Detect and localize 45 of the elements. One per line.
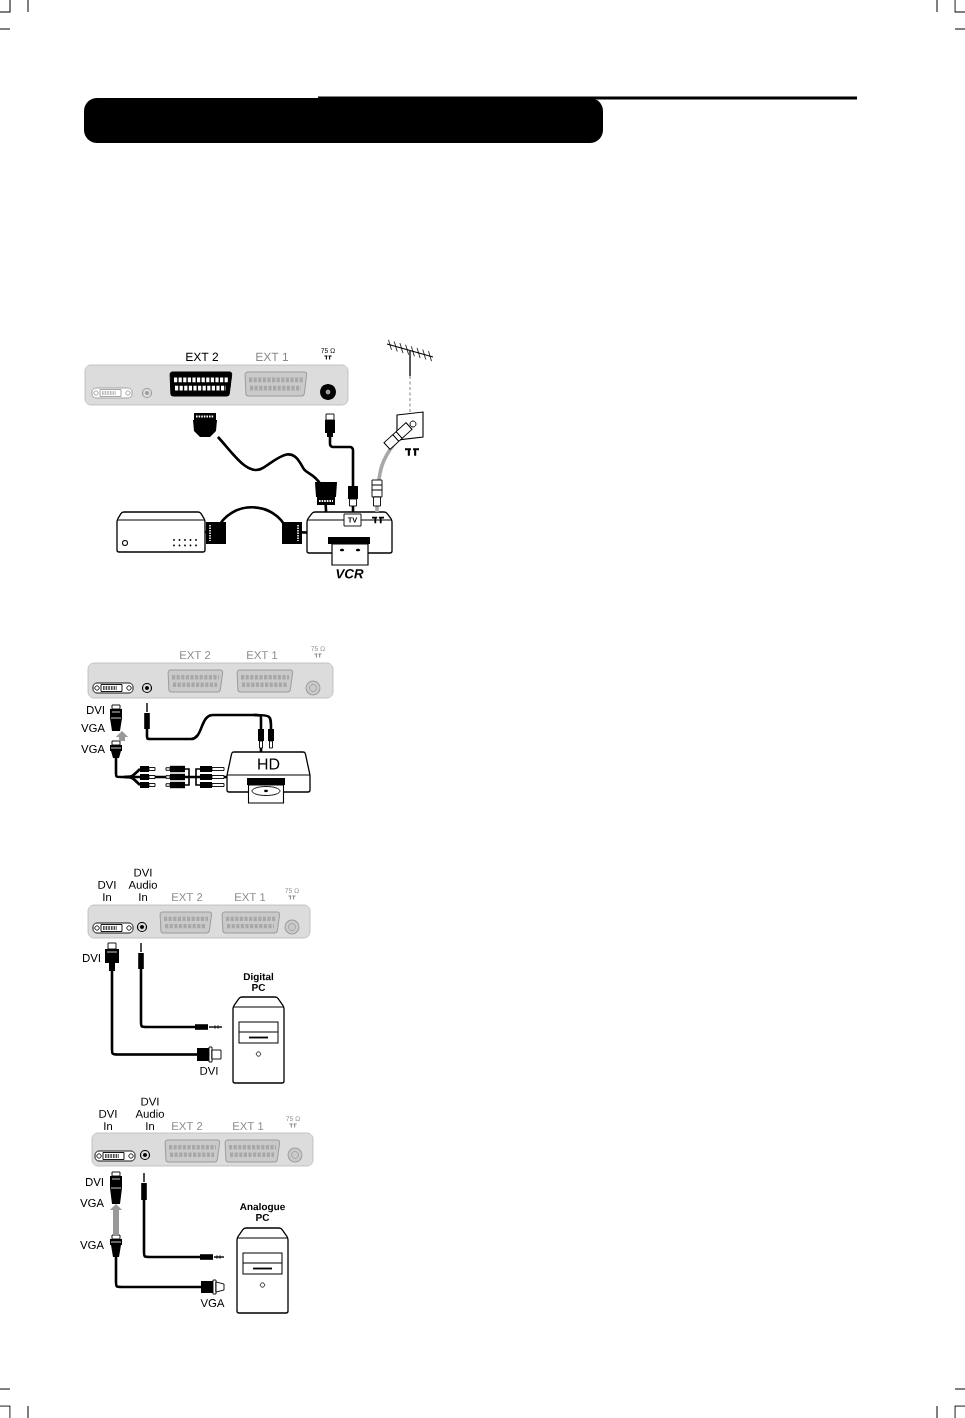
plug-label: DVI [200,1067,218,1075]
cable [110,970,198,1056]
port-label: EXT 1 [256,352,289,361]
scart-plug [193,413,217,437]
cable [328,436,355,513]
receiver-box [116,511,206,553]
cable [114,1256,202,1289]
device-label: Digital PC [243,972,274,991]
port-label: EXT 1 [233,1122,264,1130]
cable [217,436,328,513]
jack-plug [141,1172,147,1200]
port-label: DVI In [98,880,116,901]
plug-label: VGA [200,1299,225,1308]
port-label: EXT 2 [180,651,211,659]
cable [142,1199,201,1259]
plug-label: VGA [81,745,105,753]
disc-player: HD [226,751,311,804]
aerial-plug [325,413,335,437]
device-label: Analogue PC [239,1202,285,1221]
plug-label: DVI [83,954,100,962]
port-label: EXT 1 [247,651,278,659]
jack-plug [195,1024,223,1030]
cable [139,968,196,1029]
jack-plug [138,942,144,969]
plug-label: DVI [87,706,104,714]
plug-label: DVI [86,1178,103,1186]
port-label: DVI Audio In [135,1097,164,1130]
jack-plug [200,1254,225,1260]
cable [114,757,228,779]
cable [145,713,263,753]
plug-label: VGA [80,1241,104,1249]
port-label: DVI Audio In [128,868,157,901]
port-label: EXT 1 [235,893,266,901]
plug-label: VGA [80,1199,104,1207]
device-label: VCR [336,569,364,579]
cable [204,506,308,534]
jack-plug [144,702,150,729]
dashed-line [409,375,411,413]
antenna [386,339,434,377]
port-label: EXT 2 [172,1122,203,1130]
port-label: EXT 2 [186,352,219,361]
plug-label: VGA [81,724,105,732]
port-label: EXT 2 [172,893,203,901]
title-bar [84,98,603,143]
port-label: DVI In [99,1109,117,1130]
